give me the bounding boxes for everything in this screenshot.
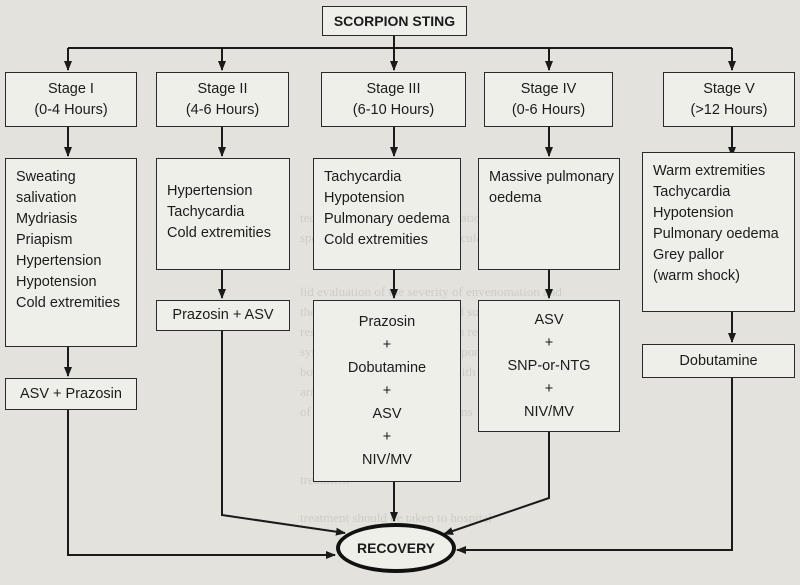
list-item: ASV (372, 405, 402, 422)
stage-name: Stage IV (520, 80, 577, 97)
list-item: Mydriasis (16, 211, 78, 227)
recovery-node: RECOVERY (336, 523, 456, 573)
treatment-box-3: Prazosin + Dobutamine + ASV + NIV/MV (313, 300, 461, 482)
list-item: Grey pallor (653, 247, 724, 263)
list-item: + (544, 334, 554, 351)
list-item: oedema (489, 190, 542, 206)
list-item: salivation (16, 190, 77, 206)
list-item: NIV/MV (362, 451, 412, 468)
list-item: Cold extremities (324, 232, 428, 248)
treatment-box-2: Prazosin + ASV (156, 300, 290, 331)
list-item: Sweating (16, 169, 76, 185)
list-item: Dobutamine (347, 359, 427, 376)
stage-name: Stage III (366, 80, 421, 97)
stage-name: Stage V (703, 80, 755, 97)
stage-time: (>12 Hours) (690, 101, 768, 118)
list-item: Tachycardia (653, 184, 731, 200)
list-item: (warm shock) (653, 268, 741, 284)
list-item: Hypotension (653, 205, 734, 221)
stage-box-2: Stage II (4-6 Hours) (156, 72, 289, 127)
list-item: Pulmonary oedema (324, 211, 450, 227)
list-item: SNP-or-NTG (507, 357, 591, 374)
stage-name: Stage II (197, 80, 248, 97)
list-item: ASV (534, 311, 564, 328)
stage-box-1: Stage I (0-4 Hours) (5, 72, 137, 127)
list-item: Cold extremities (167, 225, 271, 241)
stage-time: (0-4 Hours) (34, 101, 108, 118)
stage-time: (4-6 Hours) (185, 101, 260, 118)
treatment-box-5: Dobutamine (642, 344, 795, 378)
list-item: Massive pulmonary (489, 169, 614, 185)
stage-box-5: Stage V (>12 Hours) (663, 72, 795, 127)
list-item: Hypertension (167, 183, 253, 199)
list-item: ASV + Prazosin (20, 385, 122, 402)
list-item: Priapism (16, 232, 73, 248)
treatment-box-4: ASV + SNP-or-NTG + NIV/MV (478, 300, 620, 432)
list-item: NIV/MV (524, 403, 574, 420)
list-item: Prazosin (358, 313, 416, 330)
list-item: Hypertension (16, 253, 102, 269)
stage-box-4: Stage IV (0-6 Hours) (484, 72, 613, 127)
list-item: + (544, 380, 554, 397)
list-item: Cold extremities (16, 295, 120, 311)
list-item: Tachycardia (324, 169, 402, 185)
list-item: + (382, 428, 392, 445)
list-item: Pulmonary oedema (653, 226, 779, 242)
stage-name: Stage I (48, 80, 94, 97)
list-item: + (382, 336, 392, 353)
list-item: + (382, 382, 392, 399)
title-box: SCORPION STING (322, 6, 467, 36)
list-item: Hypotension (324, 190, 405, 206)
list-item: Dobutamine (679, 352, 758, 369)
list-item: Prazosin + ASV (172, 307, 274, 323)
stage-time: (6-10 Hours) (352, 101, 435, 118)
stage-box-3: Stage III (6-10 Hours) (321, 72, 466, 127)
list-item: Tachycardia (167, 204, 245, 220)
stage-time: (0-6 Hours) (511, 101, 586, 118)
list-item: Warm extremities (653, 163, 766, 179)
symptoms-box-4: Massive pulmonary oedema (478, 158, 620, 270)
list-item: Hypotension (16, 274, 97, 290)
treatment-box-1: ASV + Prazosin (5, 378, 137, 410)
